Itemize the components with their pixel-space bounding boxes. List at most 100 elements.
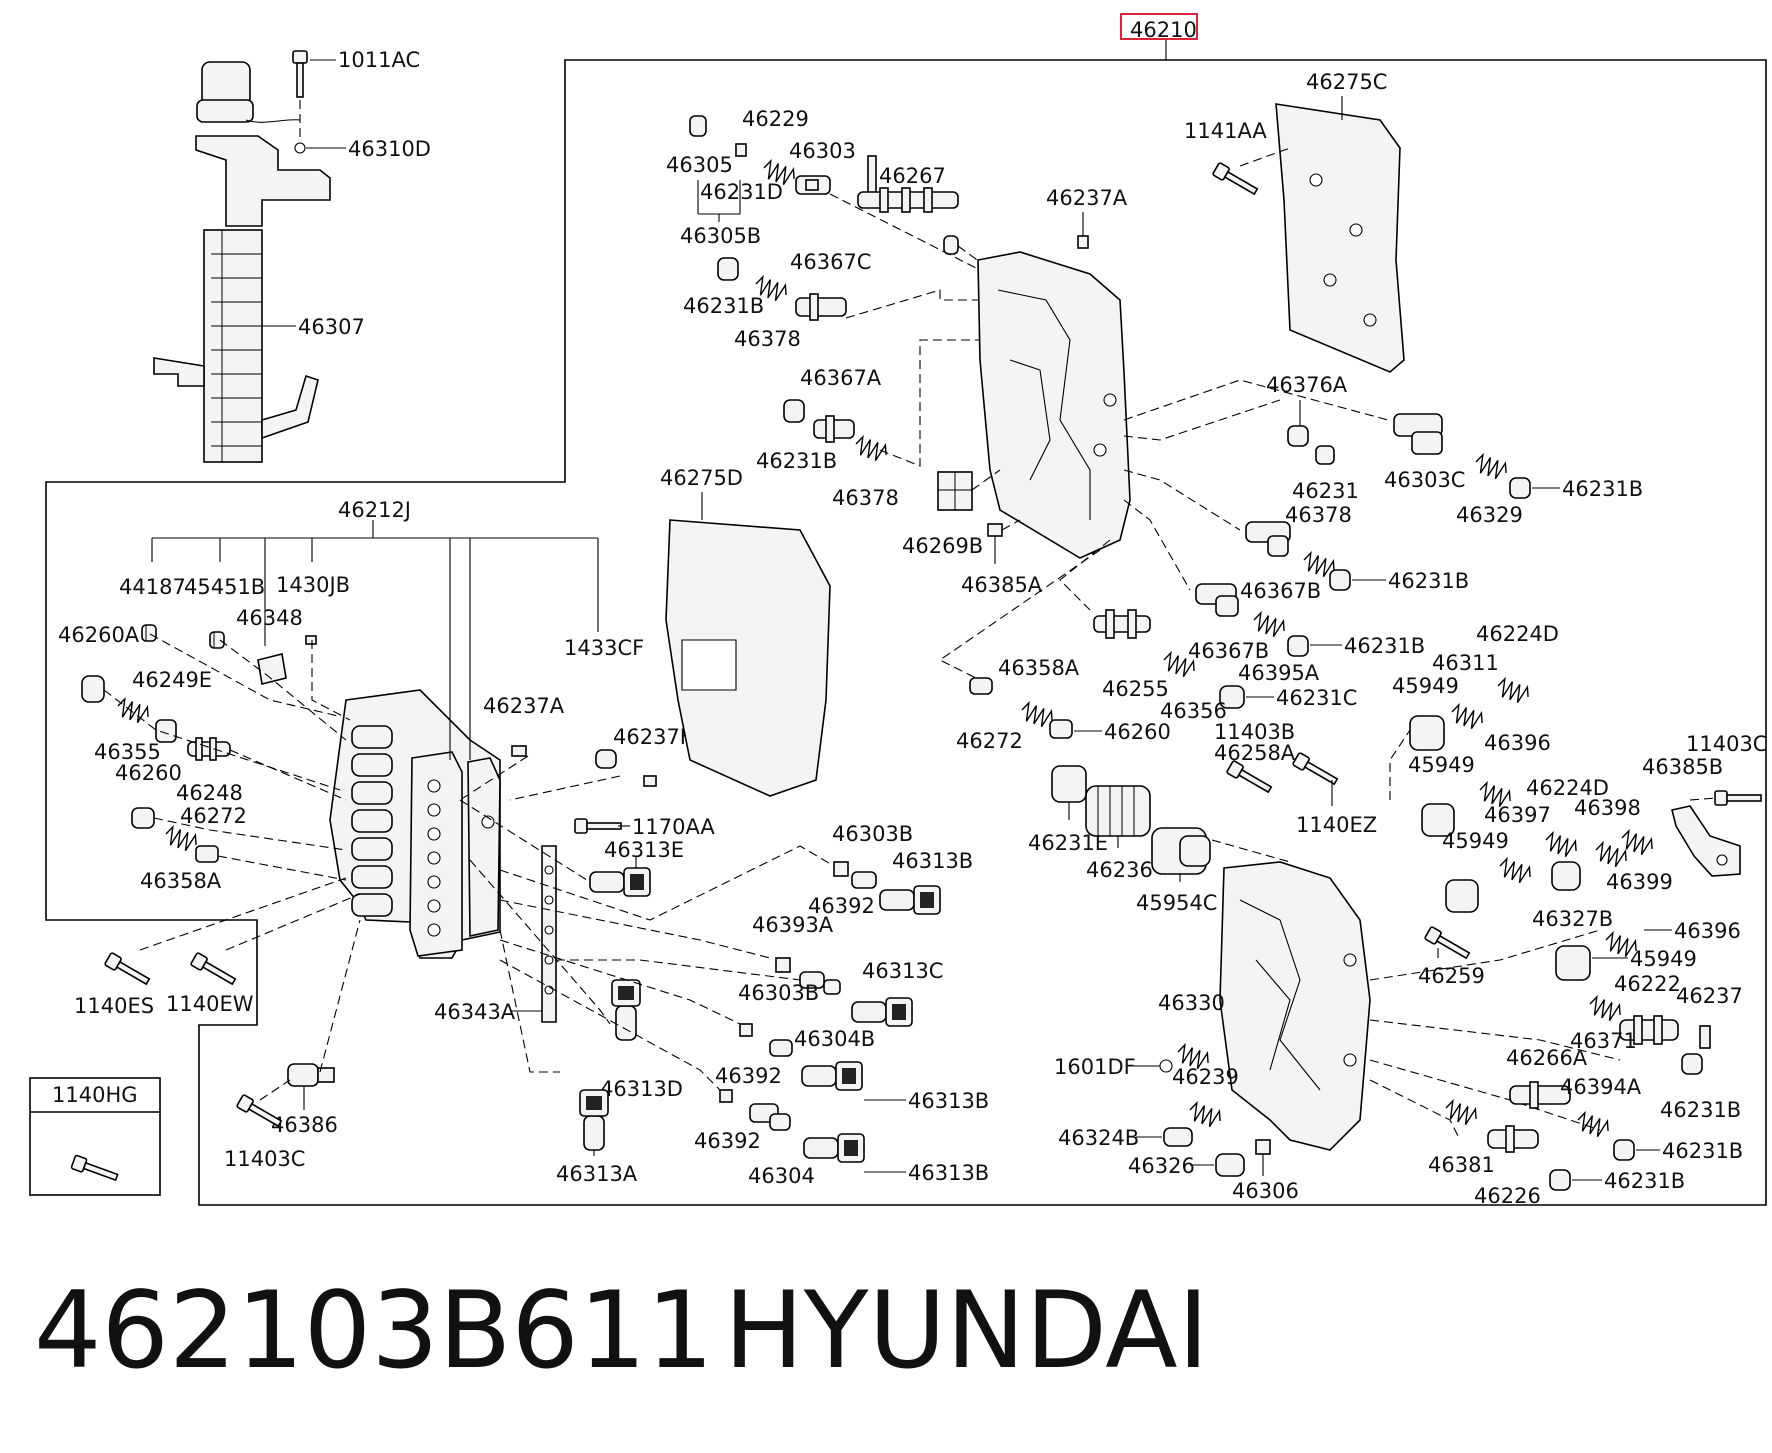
callout-46378-c: 46378 <box>1285 503 1352 527</box>
callout-46222: 46222 <box>1614 972 1681 996</box>
spring-46358A-left <box>162 824 200 855</box>
callout-46231B-g: 46231B <box>1662 1139 1743 1163</box>
assembly-label: 46210 <box>1120 13 1198 42</box>
callout-46305B: 46305B <box>680 224 761 248</box>
spring-46224D-b <box>1542 830 1580 861</box>
legend-box-1140HG: 1140HG <box>29 1077 161 1196</box>
callout-45954C: 45954C <box>1136 891 1217 915</box>
pin-1430JB <box>305 635 317 645</box>
callout-46237A-top: 46237A <box>1046 186 1128 210</box>
cap-46231B-d <box>1329 569 1351 591</box>
sleeve-45954C <box>1151 827 1211 875</box>
callout-46313D: 46313D <box>600 1077 683 1101</box>
callout-46231B-f: 46231B <box>1660 1098 1741 1122</box>
pin-46237A-top <box>1077 235 1089 249</box>
pin-46231D <box>735 143 747 157</box>
callout-46392-c: 46392 <box>694 1129 761 1153</box>
callout-46303: 46303 <box>789 139 856 163</box>
spool-leaders-right-upper <box>1123 379 1389 441</box>
valve-body-upper <box>977 251 1131 559</box>
plug-46260-mid <box>1049 719 1073 739</box>
callout-46395A: 46395A <box>1238 661 1320 685</box>
piston-46231E <box>1051 765 1087 803</box>
cap-46326 <box>1215 1153 1245 1177</box>
valve-body-lower <box>1219 861 1371 1151</box>
callout-46385B: 46385B <box>1642 755 1723 779</box>
clip-46385A <box>987 523 1003 537</box>
spool-leaders-upper <box>829 193 981 467</box>
callout-46306: 46306 <box>1232 1179 1299 1203</box>
callout-46367A: 46367A <box>800 366 882 390</box>
solenoid-leaders-left <box>459 799 611 1073</box>
callout-46393A: 46393A <box>752 913 834 937</box>
callout-46358A-mid: 46358A <box>998 656 1080 680</box>
callout-46394A: 46394A <box>1560 1075 1642 1099</box>
ball-1601DF <box>1159 1059 1173 1073</box>
cap-46231B-b <box>783 399 805 423</box>
bolt-1140HG <box>70 1154 120 1185</box>
solenoid-46313B-c <box>803 1133 865 1163</box>
callout-46329: 46329 <box>1456 503 1523 527</box>
assembly-label-text: 46210 <box>1130 18 1197 42</box>
spring-46398 <box>1592 840 1630 871</box>
callout-group-46305B <box>697 180 741 222</box>
callout-45949-d: 45949 <box>1630 947 1697 971</box>
spring-pack-46236 <box>1085 785 1151 837</box>
solenoid-46313C <box>851 997 913 1027</box>
valve-46367B-a <box>1245 521 1291 557</box>
callout-46224D-a: 46224D <box>1476 622 1559 646</box>
bolt-1140EW <box>189 951 239 989</box>
callout-46311: 46311 <box>1432 651 1499 675</box>
solenoid-46313B-a <box>879 885 941 915</box>
callout-46237-right: 46237 <box>1676 984 1743 1008</box>
callout-46386: 46386 <box>271 1113 338 1137</box>
valve-46272-mid <box>969 677 993 695</box>
bolt-1170AA <box>574 818 622 834</box>
callout-46367C: 46367C <box>790 250 871 274</box>
callout-46249E: 46249E <box>132 668 212 692</box>
callout-46275C: 46275C <box>1306 70 1387 94</box>
callout-46324B: 46324B <box>1058 1126 1139 1150</box>
callout-46266A: 46266A <box>1506 1046 1588 1070</box>
callout-44187: 44187 <box>119 575 186 599</box>
plug-46260-left <box>131 807 155 829</box>
callout-46239: 46239 <box>1172 1065 1239 1089</box>
solenoid-46313A <box>579 1089 609 1151</box>
bolt-46259 <box>1423 925 1473 963</box>
spring-46239 <box>1186 1100 1224 1131</box>
sleeve-45949-a <box>1409 715 1445 751</box>
valve-body-46212J <box>329 689 501 959</box>
callout-46258A: 46258A <box>1214 741 1296 765</box>
spring-46311 <box>1448 702 1486 733</box>
callout-46367B-a: 46367B <box>1240 579 1321 603</box>
bolt-1011AC <box>292 50 308 98</box>
valve-46267 <box>857 155 959 255</box>
callout-46313A: 46313A <box>556 1162 638 1186</box>
footer-brand: HYUNDAI <box>724 1269 1209 1392</box>
callout-1430JB: 1430JB <box>276 573 350 597</box>
callout-1601DF: 1601DF <box>1054 1055 1136 1079</box>
callout-11403B: 11403B <box>1214 720 1295 744</box>
plug-46324B <box>1163 1127 1193 1147</box>
valve-46248 <box>187 737 231 761</box>
callout-46303B-b: 46303B <box>738 981 819 1005</box>
callout-46327B: 46327B <box>1532 907 1613 931</box>
callout-46231B-c: 46231B <box>1562 477 1643 501</box>
callout-46304B: 46304B <box>794 1027 875 1051</box>
callout-46376A: 46376A <box>1266 373 1348 397</box>
callout-45949-b: 45949 <box>1408 753 1475 777</box>
callout-11403C-bottom: 11403C <box>224 1147 305 1171</box>
callout-46305: 46305 <box>666 153 733 177</box>
pin-46237-right <box>1699 1025 1711 1049</box>
callout-46267: 46267 <box>879 164 946 188</box>
callout-group-46212J <box>151 520 599 760</box>
callout-46303B-a: 46303B <box>832 822 913 846</box>
cap-46231B-a <box>717 257 739 281</box>
bolt-1140ES <box>103 951 153 989</box>
callout-46303C: 46303C <box>1384 468 1465 492</box>
callout-46272-left: 46272 <box>180 804 247 828</box>
spring-46392-b <box>739 1023 753 1037</box>
callout-46399: 46399 <box>1606 870 1673 894</box>
callout-46231B-d: 46231B <box>1388 569 1469 593</box>
clip-46348 <box>257 653 287 685</box>
